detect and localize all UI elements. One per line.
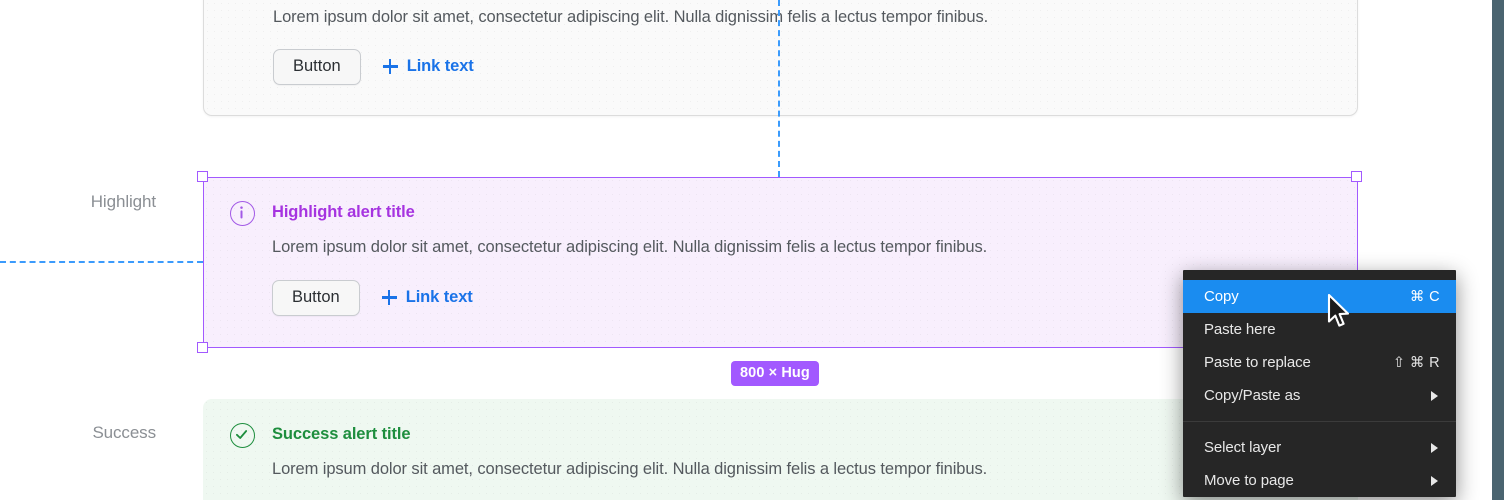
context-menu[interactable]: Copy ⌘ C Paste here Paste to replace ⇧ ⌘… [1183,270,1456,497]
alert-link[interactable]: Link text [382,57,474,76]
alert-neutral-body: Lorem ipsum dolor sit amet, consectetur … [204,0,1357,115]
plus-icon [382,59,398,75]
alert-description: Lorem ipsum dolor sit amet, consectetur … [272,460,988,478]
menu-item-shortcut: ⌘ C [1409,288,1440,305]
alert-highlight-body: Highlight alert title Lorem ipsum dolor … [203,177,1358,348]
alert-card-neutral[interactable]: Lorem ipsum dolor sit amet, consectetur … [203,0,1358,116]
alert-link[interactable]: Link text [381,288,473,307]
menu-item-copy-paste-as[interactable]: Copy/Paste as [1183,379,1456,412]
alert-description: Lorem ipsum dolor sit amet, consectetur … [272,238,988,256]
menu-item-label: Copy [1204,288,1239,305]
alert-actions: Button Link text [273,49,474,85]
plus-icon [381,290,397,306]
alert-title: Success alert title [272,425,411,443]
menu-item-label: Paste to replace [1204,354,1311,371]
menu-item-copy[interactable]: Copy ⌘ C [1183,280,1456,313]
smart-guide-vertical [778,0,780,177]
chevron-right-icon [1431,442,1438,453]
alert-link-label: Link text [405,288,473,307]
mouse-cursor [1327,293,1353,332]
alert-title: Highlight alert title [272,203,415,221]
alert-link-label: Link text [406,57,474,76]
resize-handle-bottom-left[interactable] [197,342,208,353]
menu-item-shortcut-paste-replace: ⇧ ⌘ R [1392,354,1440,371]
alert-description: Lorem ipsum dolor sit amet, consectetur … [273,8,989,26]
menu-item-paste-to-replace[interactable]: Paste to replace ⇧ ⌘ R [1183,346,1456,379]
right-edge-strip [1492,0,1504,500]
menu-item-select-layer[interactable]: Select layer [1183,431,1456,464]
resize-handle-top-right[interactable] [1351,171,1362,182]
row-label-highlight: Highlight [90,192,156,211]
menu-separator [1183,421,1456,422]
menu-item-label: Paste here [1204,321,1276,338]
alert-success-body: Success alert title Lorem ipsum dolor si… [203,399,1358,500]
menu-item-move-to-page[interactable]: Move to page [1183,464,1456,497]
row-label-success: Success [92,423,156,442]
alert-button[interactable]: Button [272,280,360,316]
menu-item-label: Move to page [1204,472,1294,489]
smart-guide-horizontal [0,261,203,263]
chevron-right-icon [1431,390,1438,401]
resize-handle-top-left[interactable] [197,171,208,182]
chevron-right-icon [1431,475,1438,486]
alert-actions: Button Link text [272,280,473,316]
menu-item-label: Copy/Paste as [1204,387,1301,404]
menu-item-label: Select layer [1204,439,1282,456]
alert-button[interactable]: Button [273,49,361,85]
check-circle-icon [230,423,255,448]
menu-item-paste-here[interactable]: Paste here [1183,313,1456,346]
selection-size-badge: 800 × Hug [731,361,819,386]
info-circle-icon [230,201,255,226]
